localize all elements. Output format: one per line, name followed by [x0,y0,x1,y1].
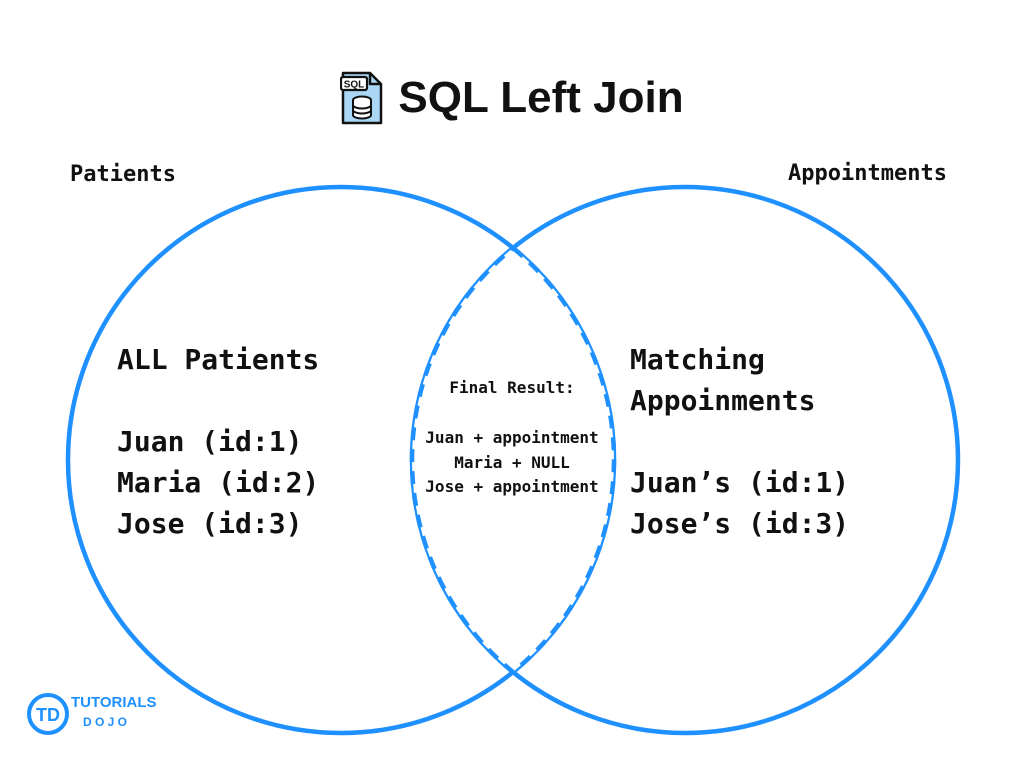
right-item-juan: Juan’s (id:1) [630,466,850,499]
right-set-content: Matching Appoinments Juan’s (id:1) Jose’… [630,339,849,544]
result-juan: Juan + appointment [425,428,599,447]
left-set-heading: ALL Patients [117,343,320,376]
sql-icon-text: SQL [344,80,365,91]
logo-line2: D O J O [83,715,128,729]
td-logo-mark-icon: TD [27,693,69,735]
left-item-jose: Jose (id:3) [117,507,303,540]
logo-mark-text: TD [36,705,60,725]
title-bar: SQL SQL Left Join [0,68,1024,128]
tutorials-dojo-logo: TD TUTORIALS D O J O [26,692,166,736]
left-item-juan: Juan (id:1) [117,425,303,458]
right-set-heading-line1: Matching [630,343,765,376]
right-item-jose: Jose’s (id:3) [630,507,850,540]
result-maria: Maria + NULL [454,452,570,472]
page-title: SQL Left Join [398,73,684,122]
intersection-dashed-outline [409,245,617,675]
intersection-heading: Final Result: [449,378,575,397]
result-jose: Jose + appointment [425,477,599,496]
right-set-label: Appointments [788,161,947,186]
right-set-heading-line2: Appoinments [630,384,816,417]
left-set-label: Patients [70,162,176,187]
left-item-maria: Maria (id:2) [117,466,320,499]
logo-line1: TUTORIALS [71,694,157,711]
intersection-results: Juan + appointment Maria + NULL Jose + a… [412,426,612,500]
sql-database-file-icon: SQL [340,71,383,125]
left-set-content: ALL Patients Juan (id:1) Maria (id:2) Jo… [117,339,319,544]
